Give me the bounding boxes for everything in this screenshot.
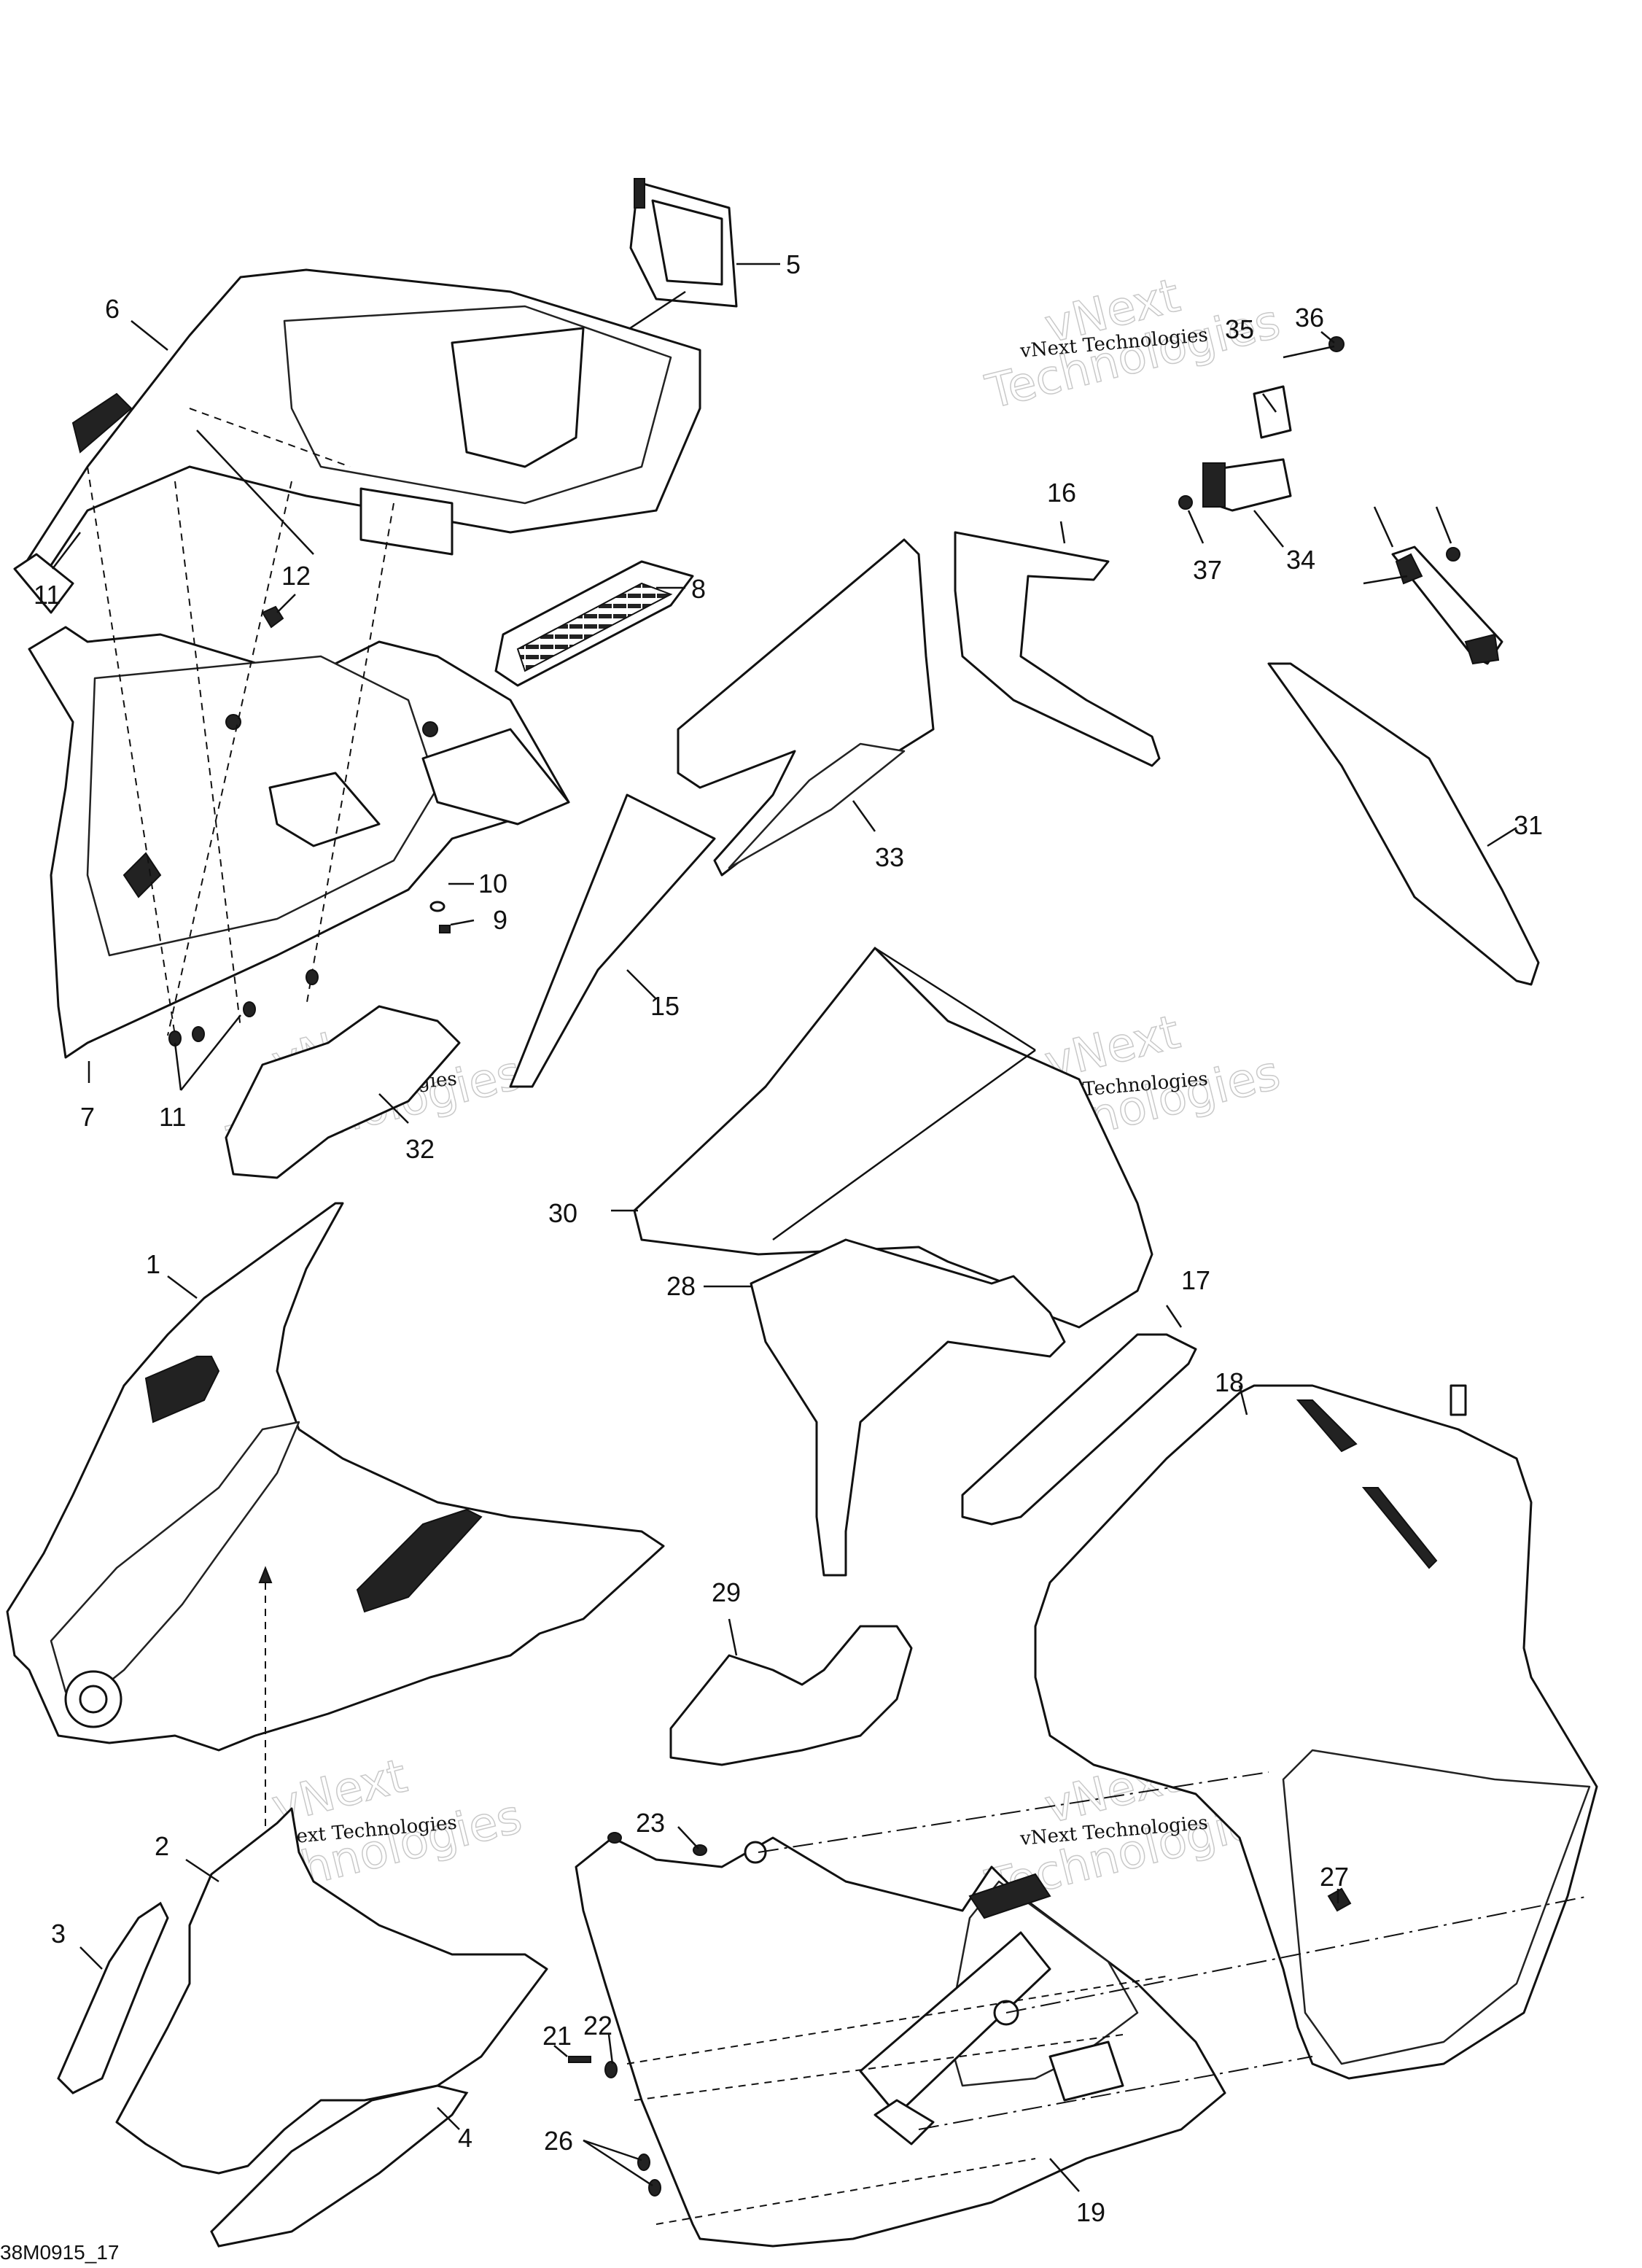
callout-22-bottom: 26 xyxy=(544,2126,573,2156)
callout-4: 4 xyxy=(458,2123,472,2153)
part-7 xyxy=(28,626,570,1059)
callout-leaders xyxy=(52,263,1517,2192)
callout-18: 18 xyxy=(1215,1367,1244,1397)
callout-28: 30 xyxy=(548,1198,577,1228)
part-29 xyxy=(1267,662,1540,986)
part-26 xyxy=(750,1238,1066,1577)
parts-36-37 xyxy=(1363,545,1503,665)
callout-21: 22 xyxy=(583,2011,612,2040)
callout-labels: 5 6 11 12 8 10 9 7 11 32 15 33 16 35 36 … xyxy=(34,249,1543,2227)
part-16 xyxy=(954,531,1161,767)
part-3 xyxy=(57,1901,169,2094)
callout-6: 6 xyxy=(105,294,120,324)
part-17 xyxy=(961,1333,1197,1526)
fasteners-9-10-12 xyxy=(168,605,451,1046)
callout-10: 10 xyxy=(478,869,507,898)
assembly-lines-bottom xyxy=(626,1771,1590,2225)
callout-11-top: 11 xyxy=(34,580,61,610)
callout-32: 34 xyxy=(1286,545,1315,575)
callout-22-top: 23 xyxy=(636,1808,665,1838)
part-2 xyxy=(115,1807,548,2175)
callout-7: 7 xyxy=(80,1102,95,1132)
callout-17: 17 xyxy=(1181,1265,1210,1295)
part-4 xyxy=(210,2084,469,2248)
callout-35: 37 xyxy=(1193,555,1222,585)
callout-11-bottom: 11 xyxy=(159,1102,186,1132)
callout-16: 16 xyxy=(1047,478,1076,508)
callout-1: 1 xyxy=(146,1249,160,1279)
part-27 xyxy=(669,1625,913,1766)
callout-3: 3 xyxy=(51,1919,66,1949)
callout-31: 33 xyxy=(875,842,904,872)
part-1 xyxy=(6,1202,665,1838)
callout-8: 8 xyxy=(691,574,706,604)
callout-26: 28 xyxy=(666,1271,696,1301)
part-5 xyxy=(524,178,738,399)
part-31 xyxy=(677,538,935,877)
callout-33: 35 xyxy=(1225,314,1254,344)
callout-19: 19 xyxy=(1076,2197,1105,2227)
callout-29: 31 xyxy=(1514,810,1543,840)
callout-30: 32 xyxy=(405,1134,435,1164)
drawing-code: 38M0915_17 xyxy=(0,2241,119,2264)
callout-9: 9 xyxy=(493,905,507,935)
part-6 xyxy=(13,268,701,614)
callout-5: 5 xyxy=(786,249,801,279)
part-15 xyxy=(509,793,716,1088)
callout-34: 36 xyxy=(1295,303,1324,333)
parts-32-35 xyxy=(1178,336,1345,512)
watermark-top-right: vNext Technologies vNext Technologies xyxy=(980,268,1285,421)
callout-12: 12 xyxy=(281,561,311,591)
part-19 xyxy=(575,1836,1226,2248)
callout-15: 15 xyxy=(650,991,680,1021)
callout-23: 27 xyxy=(1320,1862,1349,1892)
callout-27: 29 xyxy=(712,1577,741,1607)
callout-2: 2 xyxy=(155,1831,169,1861)
part-30 xyxy=(225,1005,461,1179)
assembly-lines-top xyxy=(87,408,394,1036)
part-18 xyxy=(1034,1384,1598,2080)
part-8 xyxy=(494,560,694,687)
callout-20: 21 xyxy=(542,2021,572,2051)
